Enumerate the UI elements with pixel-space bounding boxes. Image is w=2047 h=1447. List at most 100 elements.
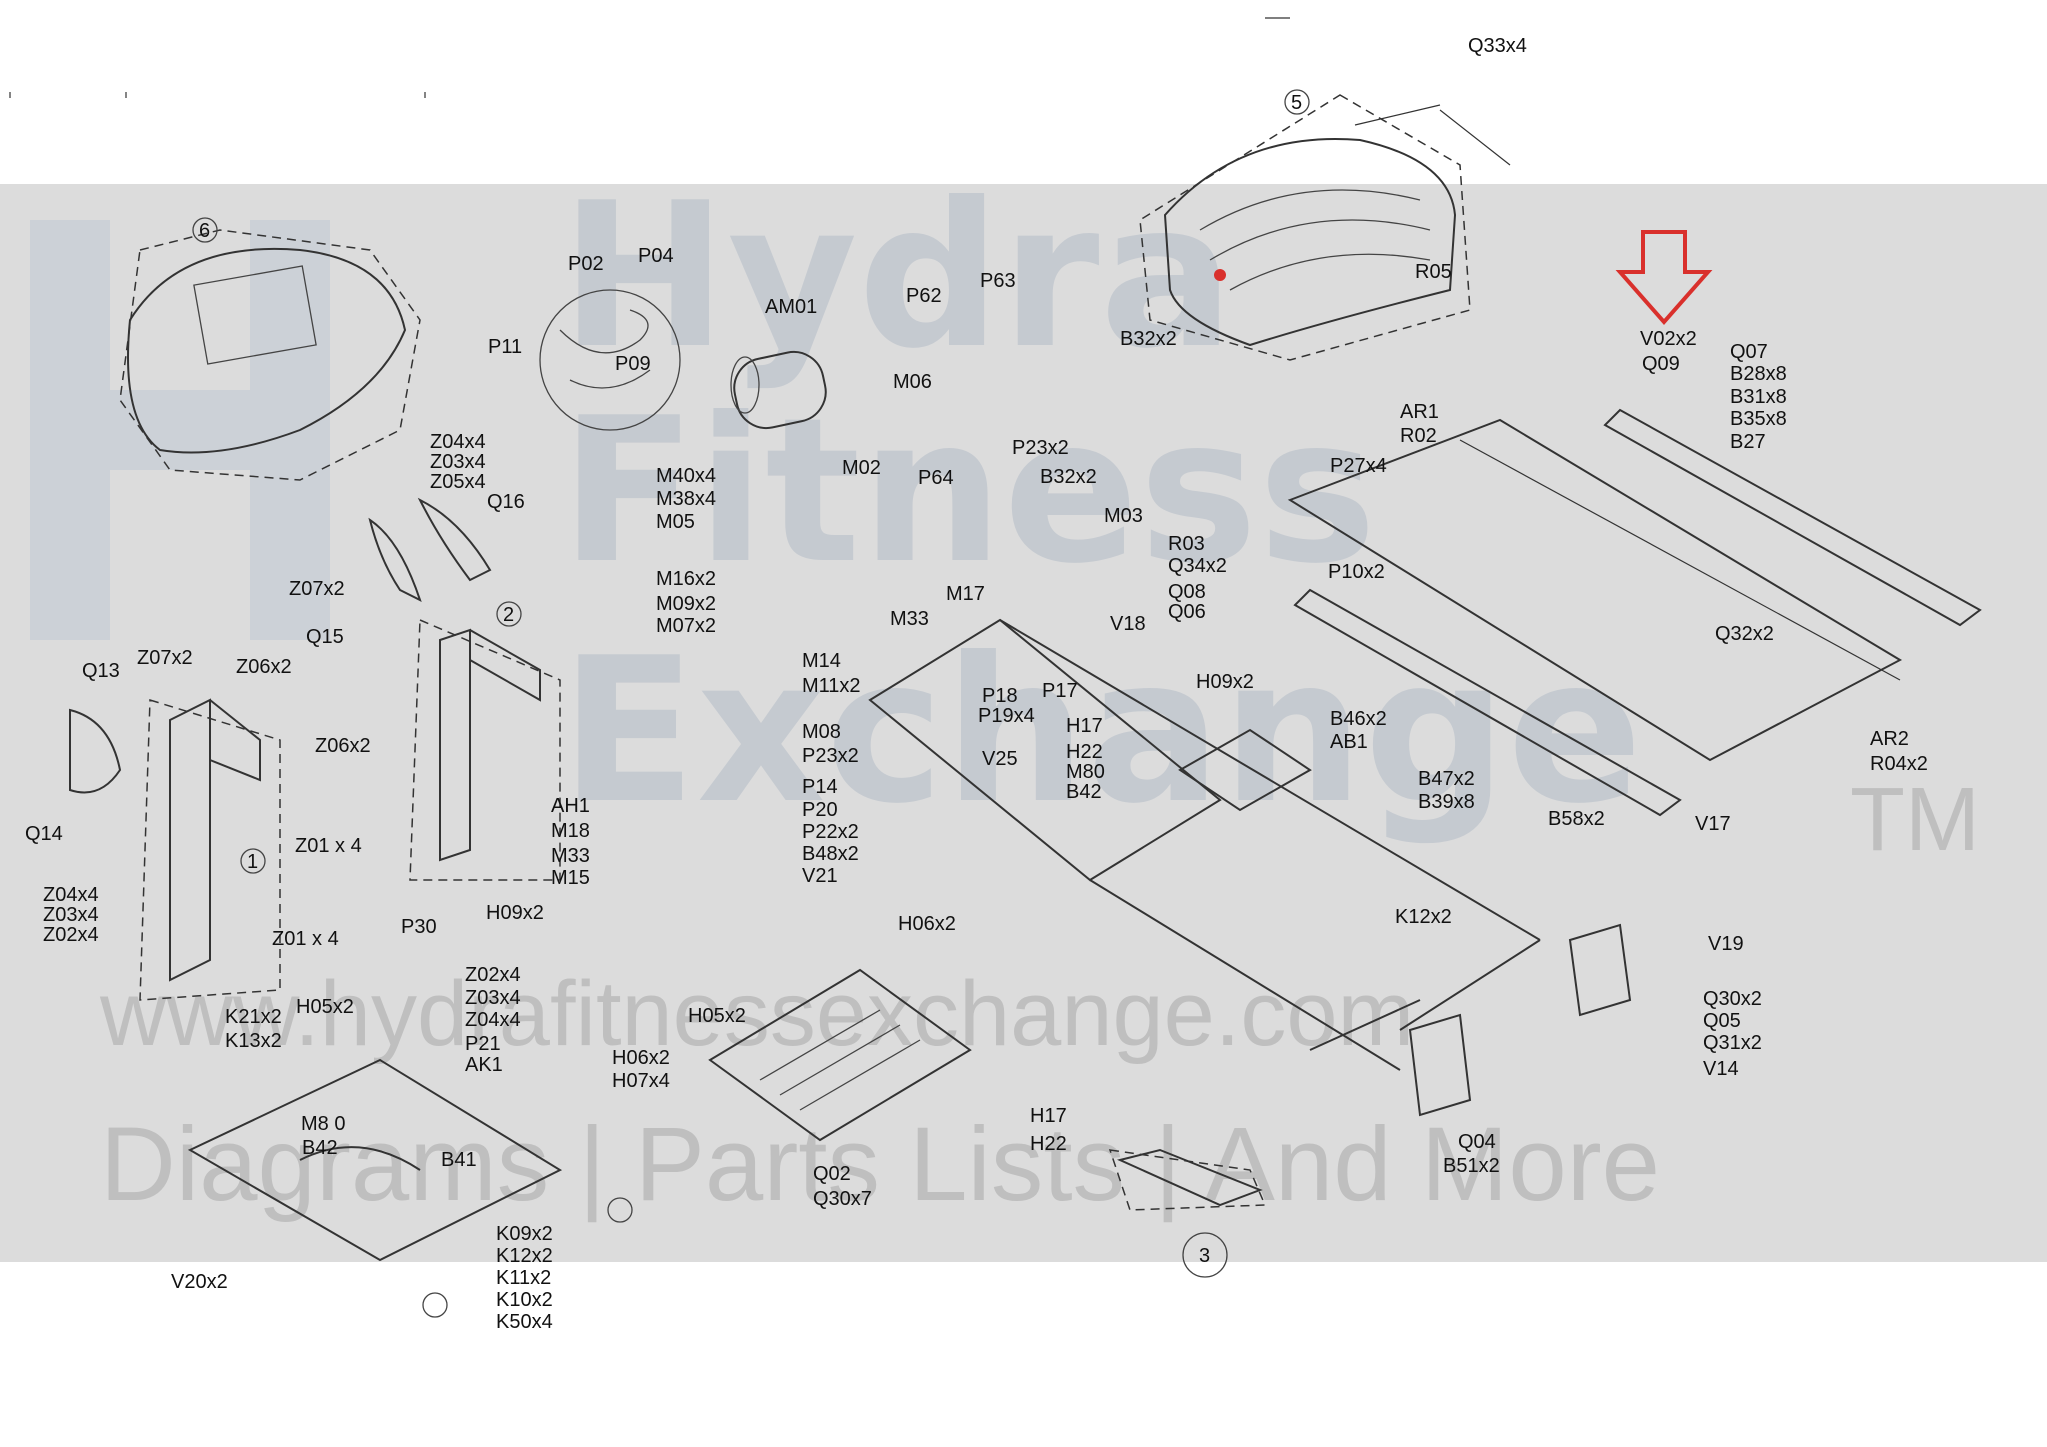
- part-label: Q16: [487, 491, 525, 513]
- part-label: Z02x4: [465, 964, 521, 986]
- watermark: Hydra Fitness Exchange TM www.hydrafitne…: [30, 160, 1980, 1223]
- assembly-number-labels: 1 2 3 5 6: [199, 92, 1302, 1267]
- part-label: Q09: [1642, 353, 1680, 375]
- part-label: H09x2: [1196, 671, 1254, 693]
- part-label: M33: [551, 845, 590, 867]
- watermark-logo-h: [30, 220, 330, 640]
- part-label: Q05: [1703, 1010, 1741, 1032]
- part-label: Z07x2: [289, 578, 345, 600]
- part-label: P21: [465, 1033, 501, 1055]
- base-frame: [187, 1058, 633, 1318]
- part-label: K21x2: [225, 1006, 282, 1028]
- part-label: Z05x4: [430, 471, 486, 493]
- part-label: AR2: [1870, 728, 1909, 750]
- part-label: P18: [982, 685, 1018, 707]
- part-label: P02: [568, 253, 604, 275]
- lower-cover: [708, 968, 972, 1142]
- part-label: B51x2: [1443, 1155, 1500, 1177]
- part-label: H07x4: [612, 1070, 670, 1092]
- watermark-line-2: Fitness: [560, 375, 1377, 608]
- part-label: M02: [842, 457, 881, 479]
- assembly-2-marker: [496, 601, 522, 627]
- part-label: P64: [918, 467, 954, 489]
- motor-hood-assembly: [1139, 89, 1511, 361]
- part-label: Z06x2: [315, 735, 371, 757]
- part-label: K10x2: [496, 1289, 553, 1311]
- part-label: Q32x2: [1715, 623, 1774, 645]
- assembly-number: 1: [247, 851, 258, 873]
- highlight-arrow: [1615, 230, 1713, 326]
- part-label: M14: [802, 650, 841, 672]
- part-label: M15: [551, 867, 590, 889]
- part-label: B35x8: [1730, 408, 1787, 430]
- part-label: M80: [1066, 761, 1105, 783]
- part-label: H22: [1066, 741, 1103, 763]
- part-label: H06x2: [898, 913, 956, 935]
- handle-grips: [69, 497, 492, 794]
- assembly-number: 6: [199, 220, 210, 242]
- lift-assembly: [1108, 1148, 1267, 1278]
- part-label: Q15: [306, 626, 344, 648]
- watermark-tagline: Diagrams | Parts Lists | And More: [100, 1106, 1660, 1223]
- part-label: Z03x4: [43, 904, 99, 926]
- part-label: M33: [890, 608, 929, 630]
- part-label: V20x2: [171, 1271, 228, 1293]
- part-label: Z04x4: [430, 431, 486, 453]
- assembly-1-marker: [240, 848, 266, 874]
- part-label: Z01 x 4: [295, 835, 362, 857]
- part-label: P62: [906, 285, 942, 307]
- part-label: K50x4: [496, 1311, 553, 1333]
- watermark-line-1: Hydra: [560, 160, 1235, 393]
- part-label: R05: [1415, 261, 1452, 283]
- part-label: Q14: [25, 823, 63, 845]
- part-label: H09x2: [486, 902, 544, 924]
- part-label: H05x2: [296, 996, 354, 1018]
- part-label: P09: [615, 353, 651, 375]
- part-label: Z07x2: [137, 647, 193, 669]
- part-label: V21: [802, 865, 838, 887]
- part-label: H05x2: [688, 1005, 746, 1027]
- part-label: B31x8: [1730, 386, 1787, 408]
- part-label: H17: [1066, 715, 1103, 737]
- part-label: Z02x4: [43, 924, 99, 946]
- part-label: P20: [802, 799, 838, 821]
- part-label: K09x2: [496, 1223, 553, 1245]
- part-label: P23x2: [1012, 437, 1069, 459]
- part-label: R03: [1168, 533, 1205, 555]
- part-label: K13x2: [225, 1030, 282, 1052]
- assembly-number: 5: [1291, 92, 1302, 114]
- part-label: H22: [1030, 1133, 1067, 1155]
- part-label: V18: [1110, 613, 1146, 635]
- part-label: Q04: [1458, 1131, 1496, 1153]
- part-label: Q30x2: [1703, 988, 1762, 1010]
- part-label: V25: [982, 748, 1018, 770]
- part-label: Z04x4: [465, 1009, 521, 1031]
- part-label: M11x2: [802, 675, 861, 697]
- watermark-line-3: Exchange: [560, 615, 1643, 848]
- part-label: Q06: [1168, 601, 1206, 623]
- part-label: V14: [1703, 1058, 1739, 1080]
- part-label: M8 0: [301, 1113, 345, 1135]
- part-label: P11: [488, 336, 522, 358]
- part-label: Q31x2: [1703, 1032, 1762, 1054]
- part-label: B46x2: [1330, 708, 1387, 730]
- part-label: B42: [302, 1137, 338, 1159]
- part-label: B48x2: [802, 843, 859, 865]
- part-label: AR1: [1400, 401, 1439, 423]
- part-label: P63: [980, 270, 1016, 292]
- part-label: K12x2: [496, 1245, 553, 1267]
- part-label: P14: [802, 776, 838, 798]
- part-label: R02: [1400, 425, 1437, 447]
- part-label: P04: [638, 245, 674, 267]
- part-label: Q13: [82, 660, 120, 682]
- console-assembly: [119, 217, 421, 481]
- hood-red-dot: [1214, 269, 1226, 281]
- part-label: M05: [656, 511, 695, 533]
- part-label: M03: [1104, 505, 1143, 527]
- assembly-number: 3: [1199, 1245, 1210, 1267]
- assembly-number: 2: [503, 604, 514, 626]
- watermark-website: www.hydrafitnessexchange.com: [99, 963, 1414, 1065]
- part-label: B47x2: [1418, 768, 1475, 790]
